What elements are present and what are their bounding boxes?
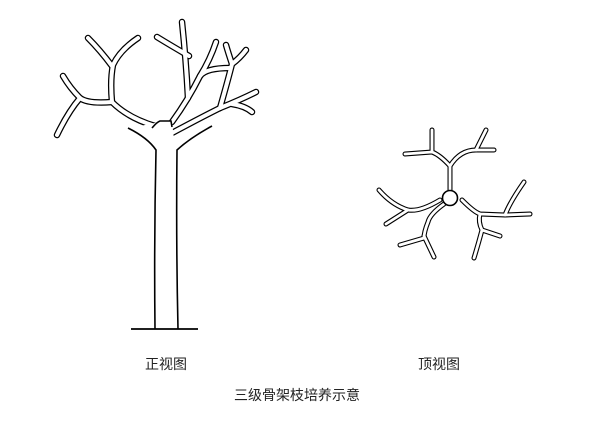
front-view-tree bbox=[53, 18, 260, 330]
trunk-center-circle bbox=[441, 189, 459, 207]
figure-caption: 三级骨架枝培养示意 bbox=[234, 388, 360, 404]
front-view-label: 正视图 bbox=[145, 357, 187, 373]
top-view-tree bbox=[376, 127, 533, 261]
top-view-label: 顶视图 bbox=[418, 357, 460, 373]
